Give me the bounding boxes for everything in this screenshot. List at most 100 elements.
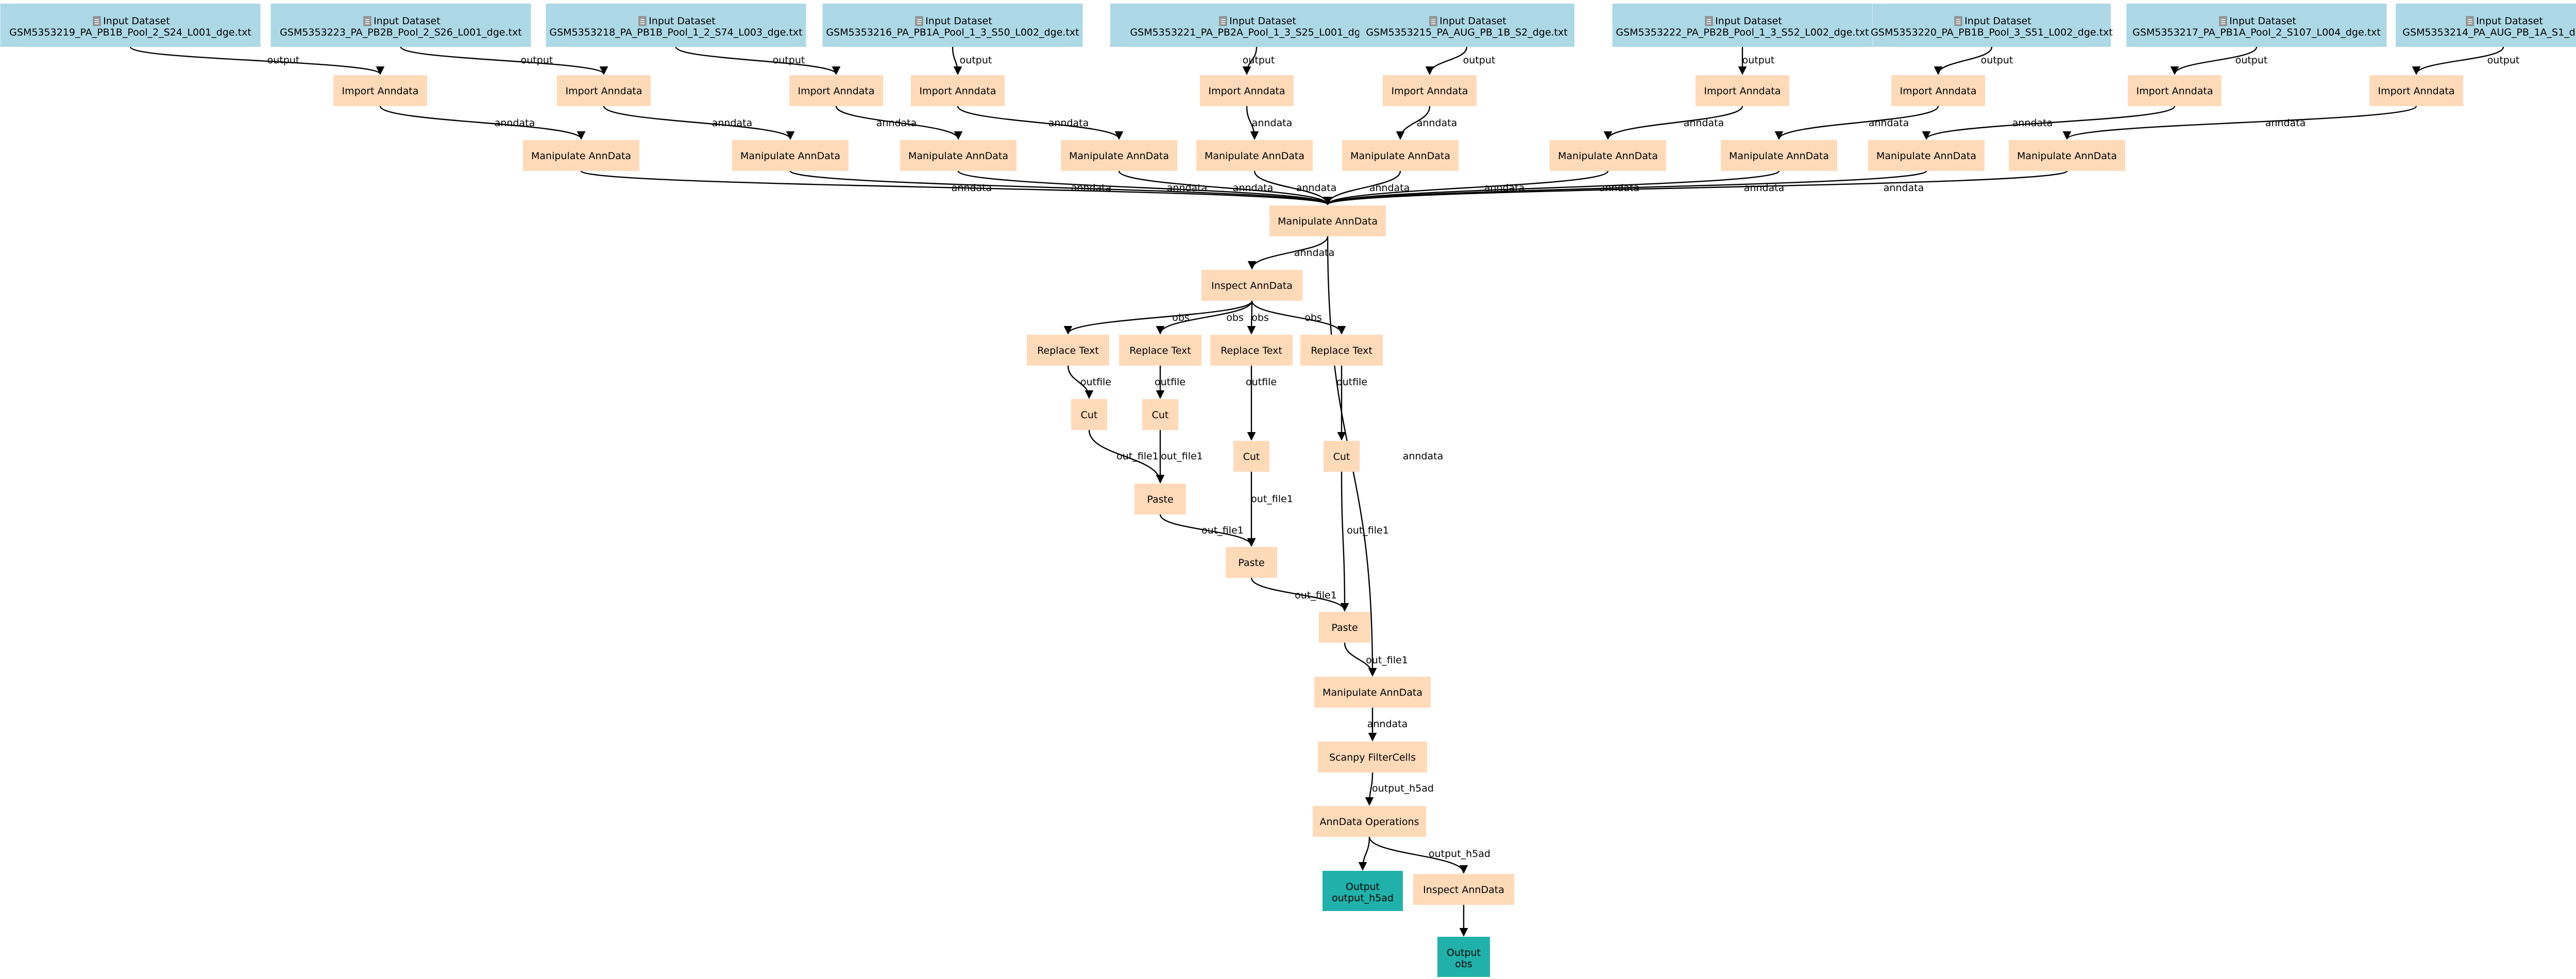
node-label: Manipulate AnnData <box>531 150 631 162</box>
input-dataset-node-in3[interactable]: Input DatasetGSM5353218_PA_PB1B_Pool_1_2… <box>546 4 806 47</box>
edge-label: anndata <box>1744 182 1785 194</box>
node-box <box>1323 871 1403 911</box>
node-label: Manipulate AnnData <box>1278 216 1378 227</box>
edge-label: output <box>773 55 805 66</box>
input-dataset-node-in2[interactable]: Input DatasetGSM5353223_PA_PB2B_Pool_2_S… <box>270 4 531 47</box>
tool-step-node-man7[interactable]: Manipulate AnnData <box>1550 140 1666 171</box>
tool-step-node-cut2[interactable]: Cut <box>1142 399 1178 430</box>
node-label: Cut <box>1333 451 1350 462</box>
node-box <box>1210 335 1293 366</box>
edge-imp5-to-man5 <box>1246 106 1259 140</box>
tool-step-node-man1[interactable]: Manipulate AnnData <box>523 140 639 171</box>
edge-label: output <box>2235 55 2268 66</box>
tool-step-node-imp3[interactable]: Import Anndata <box>789 75 883 106</box>
tool-step-node-imp4[interactable]: Import Anndata <box>911 75 1005 106</box>
node-box <box>1612 4 1873 47</box>
node-label: GSM5353217_PA_PB1A_Pool_2_S107_L004_dge.… <box>2132 27 2381 38</box>
edge-man1-to-concat <box>580 170 1332 205</box>
node-label: Manipulate AnnData <box>908 150 1008 162</box>
tool-step-node-rep2[interactable]: Replace Text <box>1119 335 1201 366</box>
tool-step-node-cut4[interactable]: Cut <box>1324 441 1360 472</box>
tool-step-node-man10[interactable]: Manipulate AnnData <box>2009 140 2125 171</box>
edge-label: anndata <box>1369 182 1410 194</box>
tool-step-node-imp7[interactable]: Import Anndata <box>1696 75 1789 106</box>
node-label: Manipulate AnnData <box>1876 150 1976 162</box>
edge-man9-to-concat <box>1324 170 1927 205</box>
node-box <box>1027 335 1109 366</box>
node-label: output_h5ad <box>1332 892 1394 904</box>
tool-step-node-man8[interactable]: Manipulate AnnData <box>1721 140 1837 171</box>
input-dataset-node-in7[interactable]: Input DatasetGSM5353222_PA_PB2B_Pool_1_3… <box>1612 4 1873 47</box>
node-box <box>1061 140 1177 171</box>
tool-step-node-imp6[interactable]: Import Anndata <box>1383 75 1477 106</box>
node-label: Import Anndata <box>1900 85 1977 97</box>
node-box <box>732 140 849 171</box>
tool-step-node-man4[interactable]: Manipulate AnnData <box>1061 140 1177 171</box>
edge-man4-to-concat <box>1118 170 1332 205</box>
input-dataset-node-in9[interactable]: Input DatasetGSM5353217_PA_PB1A_Pool_2_S… <box>2126 4 2387 47</box>
node-label: Manipulate AnnData <box>1558 150 1658 162</box>
file-icon <box>1705 16 1713 26</box>
edge-label: output <box>1981 55 2013 66</box>
node-label: Manipulate AnnData <box>2017 150 2117 162</box>
edge-label: output <box>1742 55 1775 66</box>
tool-step-node-cut3[interactable]: Cut <box>1233 441 1269 472</box>
node-box <box>2126 4 2387 47</box>
node-box <box>1319 612 1370 643</box>
node-label: GSM5353216_PA_PB1A_Pool_1_3_S50_L002_dge… <box>826 27 1079 38</box>
edge-cut1-to-paste1 <box>1088 430 1165 484</box>
node-label: Import Anndata <box>920 85 996 97</box>
edge-inspect1-to-rep2 <box>1156 300 1253 335</box>
input-dataset-node-in5[interactable]: Input DatasetGSM5353221_PA_PB2A_Pool_1_3… <box>1110 4 1403 47</box>
tool-step-node-rep3[interactable]: Replace Text <box>1210 335 1293 366</box>
node-box <box>1324 441 1360 472</box>
edge-imp9-to-man9 <box>1922 106 2176 140</box>
edge-inspect1-to-rep1 <box>1063 300 1253 335</box>
tool-step-node-filter[interactable]: Scanpy FilterCells <box>1318 742 1427 772</box>
tool-step-node-man_final[interactable]: Manipulate AnnData <box>1314 677 1431 708</box>
tool-step-node-imp10[interactable]: Import Anndata <box>2369 75 2463 106</box>
tool-step-node-cut1[interactable]: Cut <box>1071 399 1107 430</box>
input-dataset-node-in10[interactable]: Input DatasetGSM5353214_PA_AUG_PB_1A_S1_… <box>2396 4 2576 47</box>
tool-step-node-imp5[interactable]: Import Anndata <box>1200 75 1294 106</box>
edge-man7-to-concat <box>1323 170 1609 205</box>
node-box <box>1142 399 1178 430</box>
tool-step-node-inspect1[interactable]: Inspect AnnData <box>1201 270 1302 301</box>
node-label: Import Anndata <box>798 85 875 97</box>
tool-step-node-imp2[interactable]: Import Anndata <box>557 75 651 106</box>
tool-step-node-rep1[interactable]: Replace Text <box>1027 335 1109 366</box>
tool-step-node-paste2[interactable]: Paste <box>1226 547 1277 578</box>
node-label: Replace Text <box>1129 345 1191 356</box>
edge-in8-to-imp8 <box>1934 46 1993 75</box>
node-label: Replace Text <box>1037 345 1099 356</box>
node-title: Input Dataset <box>103 15 170 27</box>
tool-step-node-man9[interactable]: Manipulate AnnData <box>1868 140 1985 171</box>
edge-label: anndata <box>1296 182 1337 194</box>
tool-step-node-man2[interactable]: Manipulate AnnData <box>732 140 849 171</box>
tool-step-node-paste1[interactable]: Paste <box>1134 484 1186 514</box>
input-dataset-node-in8[interactable]: Input DatasetGSM5353220_PA_PB1B_Pool_3_S… <box>1871 4 2113 47</box>
edge-in1-to-imp1 <box>129 46 385 75</box>
tool-step-node-imp1[interactable]: Import Anndata <box>333 75 427 106</box>
node-label: Manipulate AnnData <box>1323 687 1422 698</box>
tool-step-node-inspect2[interactable]: Inspect AnnData <box>1413 874 1514 905</box>
file-icon <box>2466 16 2474 26</box>
file-icon <box>1219 16 1227 26</box>
tool-step-node-concat[interactable]: Manipulate AnnData <box>1269 205 1386 236</box>
input-dataset-node-in1[interactable]: Input DatasetGSM5353219_PA_PB1B_Pool_2_S… <box>0 4 261 47</box>
tool-step-node-ops[interactable]: AnnData Operations <box>1313 806 1426 837</box>
edge-man8-to-concat <box>1324 170 1780 205</box>
tool-step-node-imp8[interactable]: Import Anndata <box>1891 75 1985 106</box>
tool-step-node-imp9[interactable]: Import Anndata <box>2128 75 2222 106</box>
input-dataset-node-in4[interactable]: Input DatasetGSM5353216_PA_PB1A_Pool_1_3… <box>822 4 1083 47</box>
edge-in5-to-imp5 <box>1242 46 1258 75</box>
input-dataset-node-in6[interactable]: Input DatasetGSM5353215_PA_AUG_PB_1B_S2_… <box>1359 4 1574 47</box>
tool-step-node-man3[interactable]: Manipulate AnnData <box>900 140 1016 171</box>
tool-step-node-man5[interactable]: Manipulate AnnData <box>1196 140 1313 171</box>
tool-step-node-paste3[interactable]: Paste <box>1319 612 1370 643</box>
tool-step-node-man6[interactable]: Manipulate AnnData <box>1342 140 1459 171</box>
edge-label: anndata <box>1684 117 1724 129</box>
tool-step-node-rep4[interactable]: Replace Text <box>1300 335 1383 366</box>
